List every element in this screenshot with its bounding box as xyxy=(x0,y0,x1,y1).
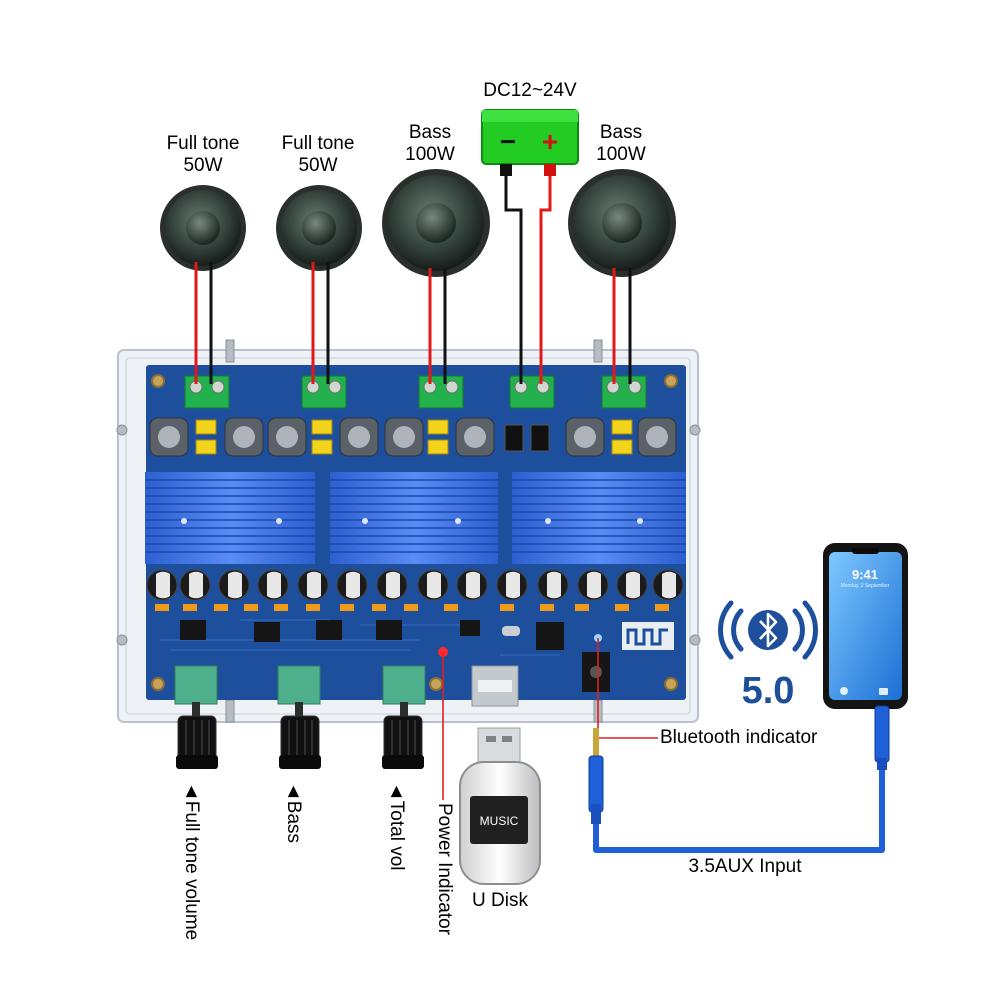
speaker-full-tone-1 xyxy=(160,185,246,271)
power-wires xyxy=(504,176,552,384)
inductors xyxy=(149,417,677,457)
total-vol-label: ◄Total vol xyxy=(386,782,407,871)
bluetooth-logo xyxy=(718,600,818,660)
speaker-wires xyxy=(194,262,632,384)
speaker-bass-1 xyxy=(382,169,490,277)
usb-flash-drive xyxy=(459,727,541,885)
speaker-2-label: Full tone 50W xyxy=(268,133,368,177)
music-badge: MUSIC xyxy=(479,814,519,828)
speaker-1-type: Full tone xyxy=(166,133,240,154)
speaker-bass-2 xyxy=(568,169,676,277)
speaker-full-tone-2 xyxy=(276,185,362,271)
power-supply-block xyxy=(481,109,579,176)
potentiometers xyxy=(174,665,426,705)
speaker-3-power: 100W xyxy=(405,144,455,165)
aux-input-label: 3.5AUX Input xyxy=(688,856,802,877)
aux-cable xyxy=(588,705,890,853)
phone-clock: 9:41 xyxy=(851,567,879,582)
speaker-4-power: 100W xyxy=(596,144,646,165)
speaker-1-power: 50W xyxy=(183,155,223,176)
heatsinks xyxy=(145,472,686,564)
speaker-2-type: Full tone xyxy=(281,133,355,154)
power-indicator-label: Power Indicator xyxy=(434,803,455,936)
minus-terminal-label: − xyxy=(499,126,517,157)
speaker-3-type: Bass xyxy=(408,122,452,143)
plus-terminal-label: + xyxy=(541,126,559,157)
volume-knobs xyxy=(176,715,424,769)
udisk-label: U Disk xyxy=(472,890,528,911)
bluetooth-indicator-label: Bluetooth indicator xyxy=(660,727,818,748)
speaker-4-type: Bass xyxy=(599,122,643,143)
full-tone-volume-label: ◄Full tone volume xyxy=(181,782,202,941)
chips xyxy=(180,620,564,650)
speaker-2-power: 50W xyxy=(298,155,338,176)
bass-knob-label: ◄Bass xyxy=(283,782,304,844)
smartphone xyxy=(823,543,908,709)
speaker-terminals xyxy=(184,375,647,409)
bluetooth-version: 5.0 xyxy=(741,670,795,712)
speaker-3-label: Bass 100W xyxy=(385,122,475,166)
capacitors xyxy=(146,569,684,611)
phone-date: Monday, 2 September xyxy=(840,583,890,589)
speaker-4-label: Bass 100W xyxy=(576,122,666,166)
voltage-label: DC12~24V xyxy=(483,80,577,101)
speaker-1-label: Full tone 50W xyxy=(153,133,253,177)
